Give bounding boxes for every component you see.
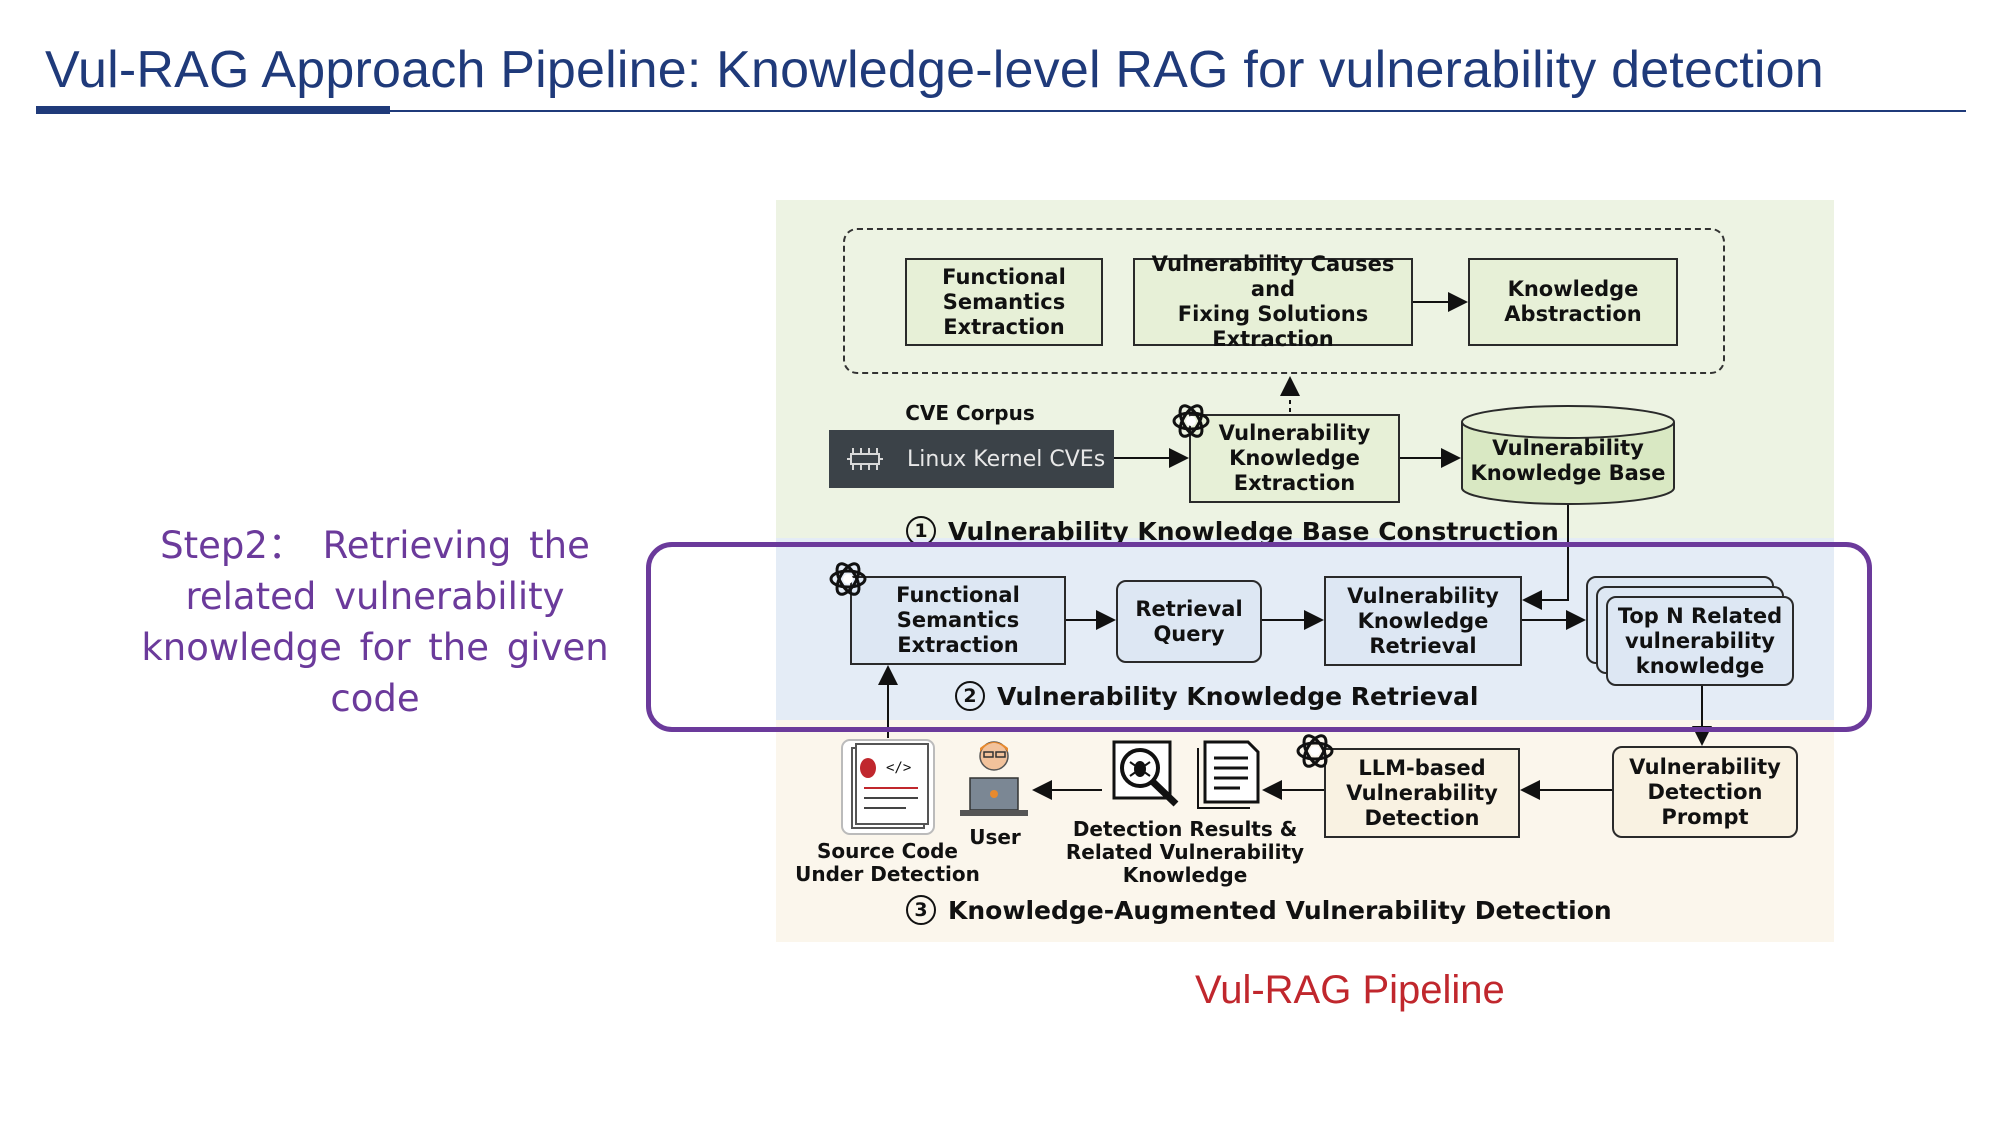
linux-kernel-cves: Linux Kernel CVEs: [829, 430, 1114, 488]
openai-logo-icon: [829, 562, 867, 596]
step2-highlight-frame: [646, 542, 1872, 732]
stage3-title: 3 Knowledge-Augmented Vulnerability Dete…: [906, 895, 1612, 925]
circuit-icon: [847, 448, 883, 470]
detection-prompt-box: Vulnerability Detection Prompt: [1612, 746, 1798, 838]
stage1-title: 1 Vulnerability Knowledge Base Construct…: [906, 516, 1559, 546]
extraction-steps-group: [843, 228, 1725, 374]
stage1-functional-semantics-box: Functional Semantics Extraction: [905, 258, 1103, 346]
stage2-number: 2: [955, 681, 985, 711]
knowledge-abstraction-box: Knowledge Abstraction: [1468, 258, 1678, 346]
stage1-title-text: Vulnerability Knowledge Base Constructio…: [948, 516, 1559, 546]
top-n-knowledge-box: Top N Related vulnerability knowledge: [1606, 596, 1794, 686]
causes-solutions-box: Vulnerability Causes and Fixing Solution…: [1133, 252, 1413, 351]
pipeline-caption: Vul-RAG Pipeline: [1195, 968, 1505, 1012]
stage2-functional-semantics-box: Functional Semantics Extraction: [850, 576, 1066, 665]
openai-logo-icon: [1172, 404, 1210, 438]
title-divider-accent: [36, 106, 390, 114]
source-code-label: Source Code Under Detection: [795, 839, 980, 886]
knowledge-retrieval-box: Vulnerability Knowledge Retrieval: [1324, 576, 1522, 666]
user-label: User: [969, 825, 1021, 849]
title-divider: [36, 110, 1966, 112]
stage2-title-text: Vulnerability Knowledge Retrieval: [997, 681, 1479, 711]
retrieval-query-box: Retrieval Query: [1116, 580, 1262, 663]
stage3-title-text: Knowledge-Augmented Vulnerability Detect…: [948, 895, 1612, 925]
knowledge-extraction-box: Vulnerability Knowledge Extraction: [1189, 414, 1400, 503]
corpus-item-label: Linux Kernel CVEs: [907, 446, 1106, 472]
openai-logo-icon: [1296, 734, 1334, 768]
step-description: Step2： Retrieving the related vulnerabil…: [141, 524, 609, 720]
llm-detection-box: LLM-based Vulnerability Detection: [1324, 748, 1520, 838]
detection-results-label: Detection Results & Related Vulnerabilit…: [1065, 817, 1305, 887]
cve-corpus-label: CVE Corpus: [905, 401, 1035, 425]
slide-title: Vul-RAG Approach Pipeline: Knowledge-lev…: [45, 41, 1824, 99]
knowledge-base-label: Vulnerability Knowledge Base: [1470, 436, 1666, 485]
stage3-number: 3: [906, 895, 936, 925]
stage2-title: 2 Vulnerability Knowledge Retrieval: [955, 681, 1479, 711]
